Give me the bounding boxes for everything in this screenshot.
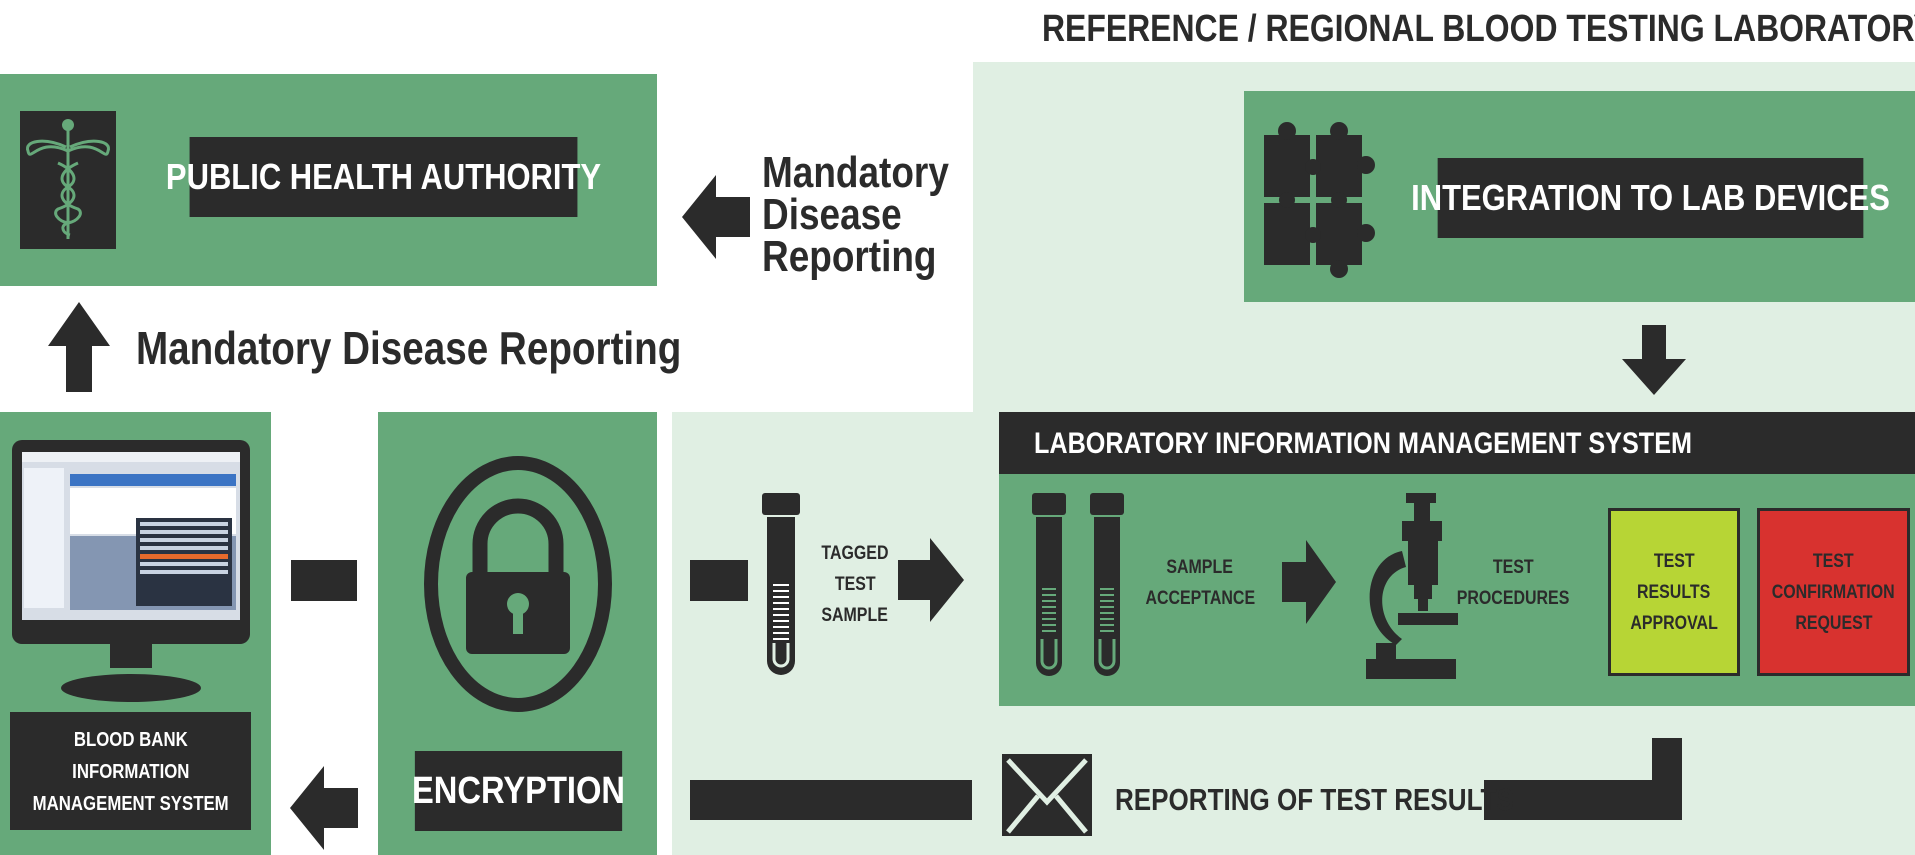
test-confirmation-request-box: TEST CONFIRMATION REQUEST — [1757, 508, 1910, 676]
arrow-left-icon — [290, 766, 358, 850]
blood-bank-label: BLOOD BANK INFORMATION MANAGEMENT SYSTEM — [32, 729, 229, 815]
envelope-icon — [1002, 754, 1092, 836]
reporting-results-label: REPORTING OF TEST RESULTS — [1115, 782, 1514, 817]
blood-bank-label-box — [10, 712, 251, 830]
arrow-right-icon — [898, 538, 964, 622]
sample-acceptance-label: SAMPLE ACCEPTANCE — [1145, 557, 1255, 609]
encryption-label: ENCRYPTION — [412, 751, 625, 831]
computer-monitor-icon — [12, 440, 250, 702]
test-results-approval-box: TEST RESULTS APPROVAL — [1608, 508, 1740, 676]
test-procedures-label: TEST PROCEDURES — [1456, 557, 1570, 609]
return-bar — [690, 780, 972, 820]
public-health-authority-label: PUBLIC HEALTH AUTHORITY — [166, 137, 601, 217]
laboratory-title: REFERENCE / REGIONAL BLOOD TESTING LABOR… — [1042, 8, 1915, 50]
padlock-icon — [424, 456, 612, 712]
return-connector-horizontal — [1484, 780, 1682, 820]
connector-bar — [291, 560, 357, 601]
microscope-icon — [1366, 493, 1458, 679]
lims-title: LABORATORY INFORMATION MANAGEMENT SYSTEM — [1034, 427, 1692, 460]
test-tube-icon — [762, 493, 800, 675]
puzzle-icon — [1264, 122, 1375, 278]
arrow-left-icon — [682, 175, 750, 259]
arrow-up-icon — [48, 302, 110, 392]
connector-bar — [690, 560, 748, 601]
arrow-down-icon — [1622, 325, 1686, 395]
test-tubes-icon — [1032, 493, 1124, 676]
mandatory-reporting-right: Mandatory Disease Reporting — [762, 148, 949, 281]
tagged-test-sample-label: TAGGED TEST SAMPLE — [821, 543, 889, 626]
arrow-right-icon — [1282, 540, 1336, 624]
integration-label: INTEGRATION TO LAB DEVICES — [1411, 158, 1890, 238]
lims-header — [999, 412, 1915, 474]
mandatory-reporting-left: Mandatory Disease Reporting — [136, 322, 682, 374]
caduceus-icon — [20, 111, 116, 249]
